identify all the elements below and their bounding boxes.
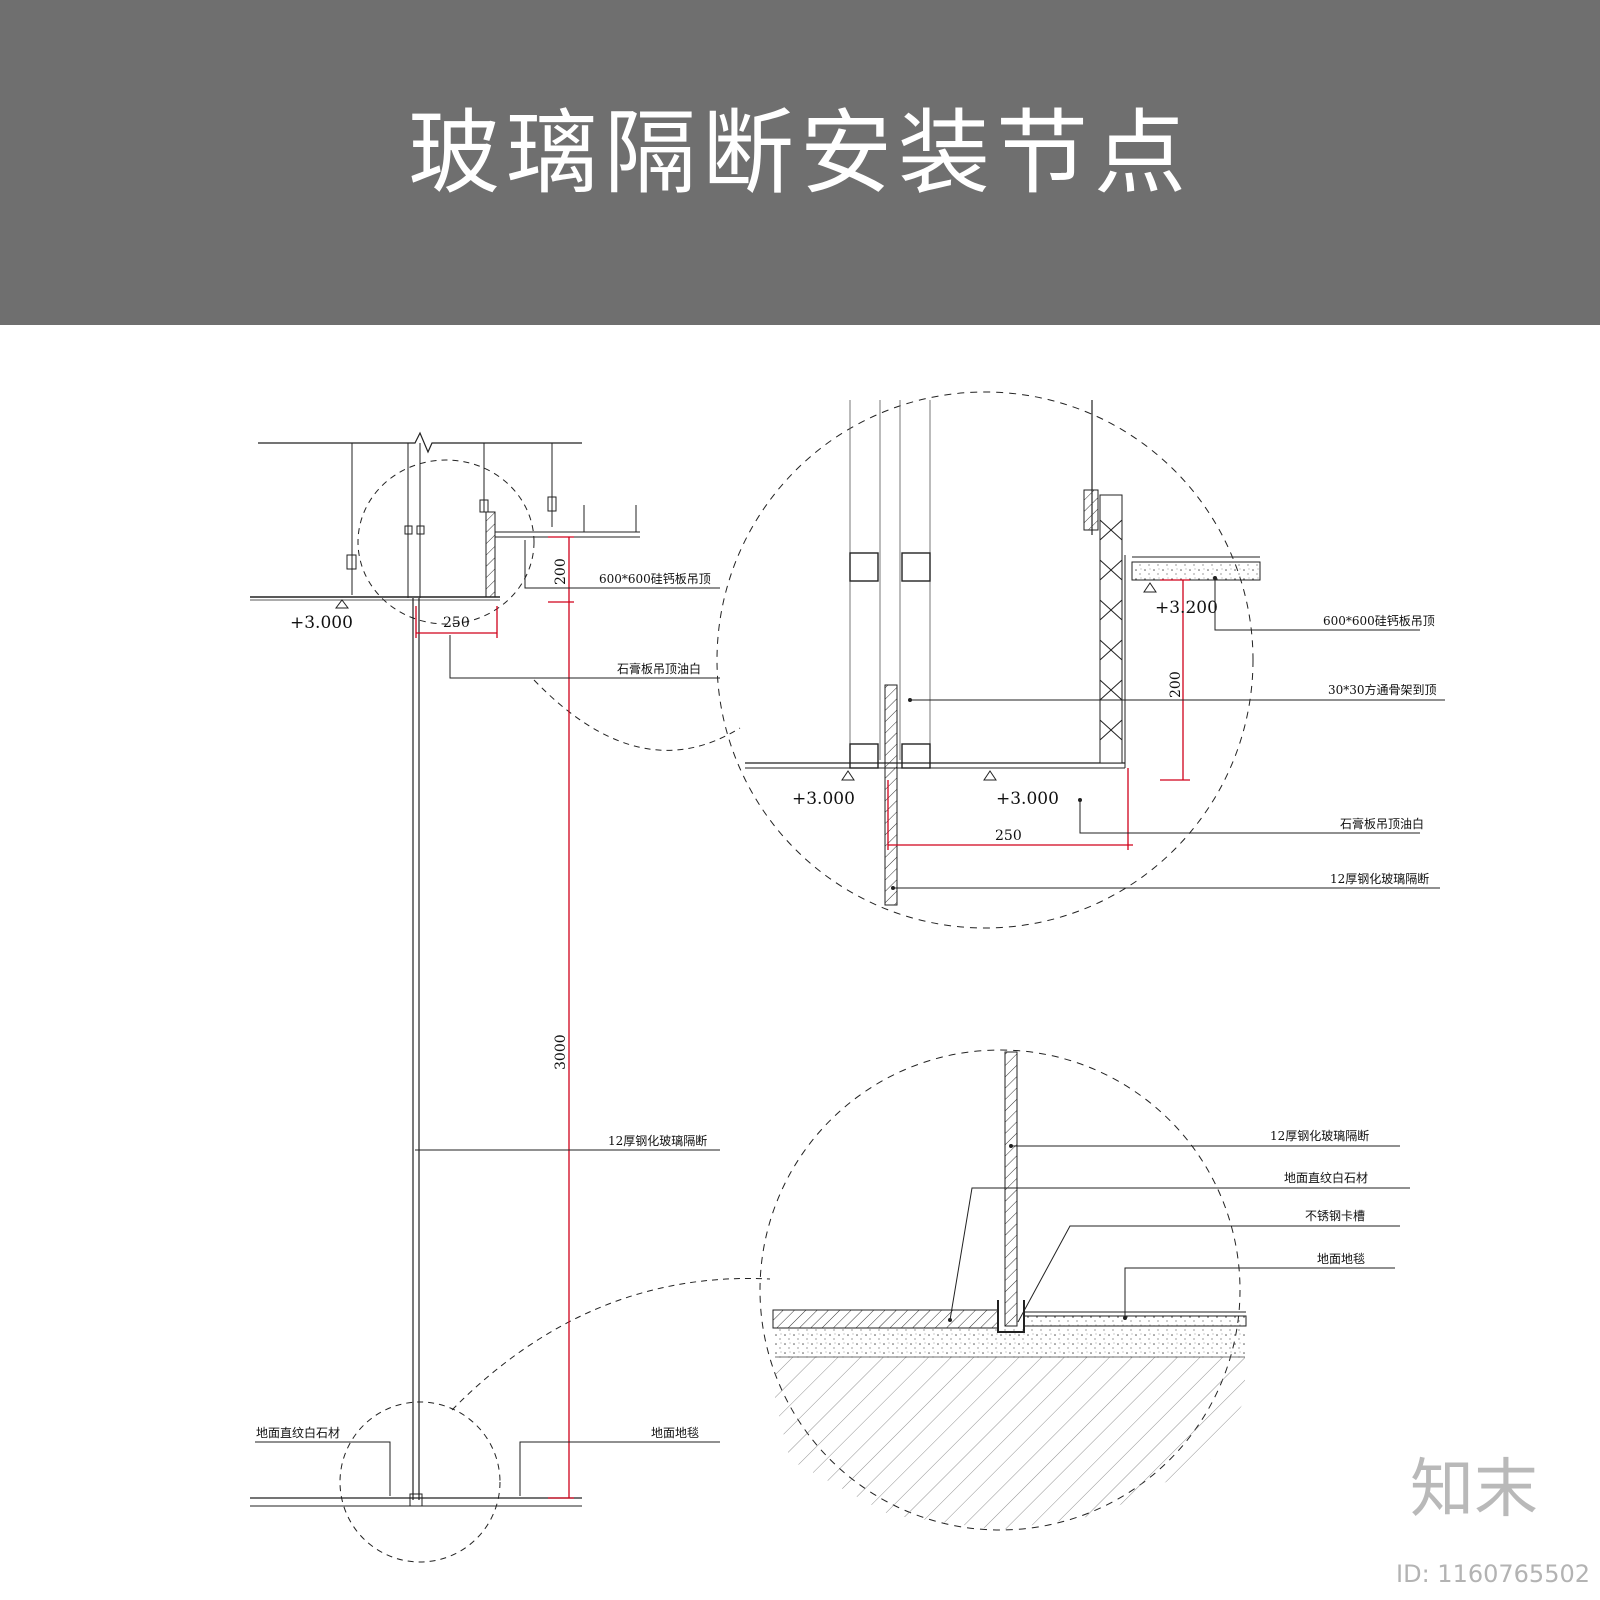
- detail-ceiling: 200 250 +3.200 +3.000 +3.000 600*600硅钙板吊…: [716, 391, 1445, 929]
- section-label-glass: 12厚钢化玻璃隔断: [608, 1133, 707, 1148]
- section-dim-200: 200: [553, 558, 569, 585]
- detail-floor: 12厚钢化玻璃隔断 地面直纹白石材 不锈钢卡槽 地面地毯: [759, 1049, 1410, 1531]
- detail-top-dim-250: 250: [995, 828, 1022, 844]
- section-label-ceiling-panel: 600*600硅钙板吊顶: [599, 572, 711, 586]
- section-view: 250 200 3000 +3.000 600*600硅钙板吊顶 石膏板吊顶油白…: [250, 431, 771, 1563]
- detail-bottom-label-stone: 地面直纹白石材: [1284, 1170, 1368, 1185]
- detail-top-label-tube: 30*30方通骨架到顶: [1328, 682, 1437, 697]
- section-label-stone: 地面直纹白石材: [256, 1425, 340, 1440]
- header-banner: [0, 0, 1600, 325]
- page-title: 玻璃隔断安装节点: [407, 100, 1192, 207]
- detail-top-elevation-left: +3.000: [792, 789, 855, 809]
- detail-top-elevation-upper: +3.200: [1155, 598, 1218, 618]
- section-dim-3000: 3000: [553, 1034, 569, 1070]
- section-label-gypsum: 石膏板吊顶油白: [617, 661, 701, 676]
- detail-top-dim-200: 200: [1168, 671, 1184, 698]
- detail-top-elevation-right: +3.000: [996, 789, 1059, 809]
- section-elevation: +3.000: [290, 613, 353, 633]
- watermark-logo: 知末: [1410, 1453, 1538, 1527]
- section-dim-250: 250: [443, 615, 470, 631]
- detail-top-label-ceiling-panel: 600*600硅钙板吊顶: [1323, 614, 1435, 628]
- detail-top-label-glass: 12厚钢化玻璃隔断: [1330, 871, 1429, 886]
- detail-bottom-label-carpet: 地面地毯: [1317, 1252, 1365, 1266]
- image-id: ID: 1160765502: [1396, 1560, 1590, 1588]
- detail-bottom-label-glass: 12厚钢化玻璃隔断: [1270, 1128, 1369, 1143]
- detail-top-label-gypsum: 石膏板吊顶油白: [1340, 816, 1424, 831]
- detail-bottom-label-channel: 不锈钢卡槽: [1305, 1209, 1365, 1223]
- section-label-carpet: 地面地毯: [651, 1426, 699, 1440]
